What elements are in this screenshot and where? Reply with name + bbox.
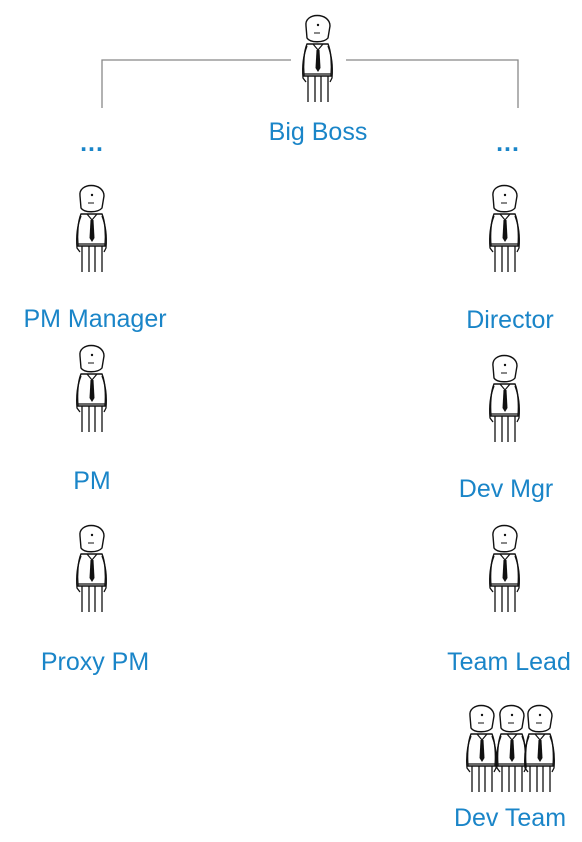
dev-team-label: Dev Team xyxy=(453,804,567,832)
dev-team-figure-3 xyxy=(523,704,556,793)
pm-figure xyxy=(75,344,108,433)
left-ellipsis: ... xyxy=(80,129,104,157)
director-label: Director xyxy=(466,306,554,334)
director-figure xyxy=(488,184,521,273)
big-boss-label: Big Boss xyxy=(268,118,368,146)
connector-lines xyxy=(101,59,519,108)
pm-manager-label: PM Manager xyxy=(23,305,167,333)
dev-mgr-figure xyxy=(488,354,521,443)
dev-mgr-label: Dev Mgr xyxy=(458,475,554,503)
proxy-pm-figure xyxy=(75,524,108,613)
dev-team-figure-2 xyxy=(495,704,528,793)
pm-label: PM xyxy=(73,467,111,495)
team-lead-label: Team Lead xyxy=(447,648,571,676)
dev-team-figures xyxy=(465,704,556,793)
dev-team-figure-1 xyxy=(465,704,498,793)
team-lead-figure xyxy=(488,524,521,613)
right-ellipsis: ... xyxy=(496,129,520,157)
proxy-pm-label: Proxy PM xyxy=(40,648,150,676)
pm-manager-figure xyxy=(75,184,108,273)
big-boss-figure xyxy=(301,14,334,103)
